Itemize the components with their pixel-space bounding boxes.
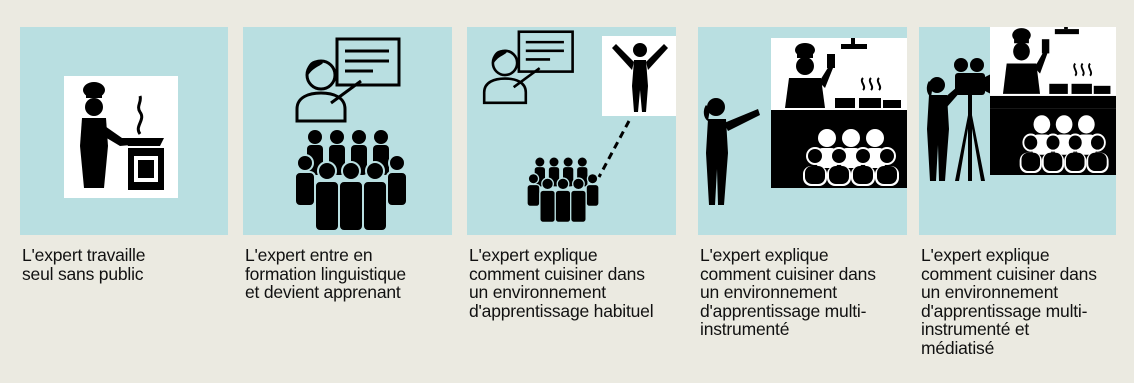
caption-2: L'expert entre en formation linguistique…	[245, 245, 406, 302]
group-icon	[526, 157, 600, 224]
caption-5: L'expert explique comment cuisiner dans …	[921, 245, 1097, 358]
excited-person-icon	[612, 43, 668, 112]
excited-person-image	[602, 36, 676, 116]
tv-cooking-show-icon	[990, 27, 1116, 175]
panel-1	[20, 27, 228, 235]
panel-2	[243, 27, 452, 235]
teacher-at-board-icon	[482, 30, 574, 105]
chef-cooking-icon	[80, 82, 164, 190]
caption-4: L'expert explique comment cuisiner dans …	[700, 245, 876, 339]
tv-cooking-show-image	[990, 27, 1116, 175]
dashed-connector	[597, 120, 631, 178]
teacher-at-board-icon	[295, 37, 401, 123]
panel-5	[919, 27, 1116, 235]
camera-operator-icon	[926, 58, 997, 181]
panel-3	[467, 27, 676, 235]
panel-4	[698, 27, 907, 235]
caption-3: L'expert explique comment cuisiner dans …	[469, 245, 654, 321]
chef-image	[64, 76, 178, 198]
tv-cooking-show-icon	[771, 38, 907, 188]
caption-1: L'expert travaille seul sans public	[22, 245, 146, 284]
audience-group-icon	[294, 130, 408, 232]
tv-cooking-show-image	[771, 38, 907, 188]
pointing-person-icon	[703, 98, 760, 205]
